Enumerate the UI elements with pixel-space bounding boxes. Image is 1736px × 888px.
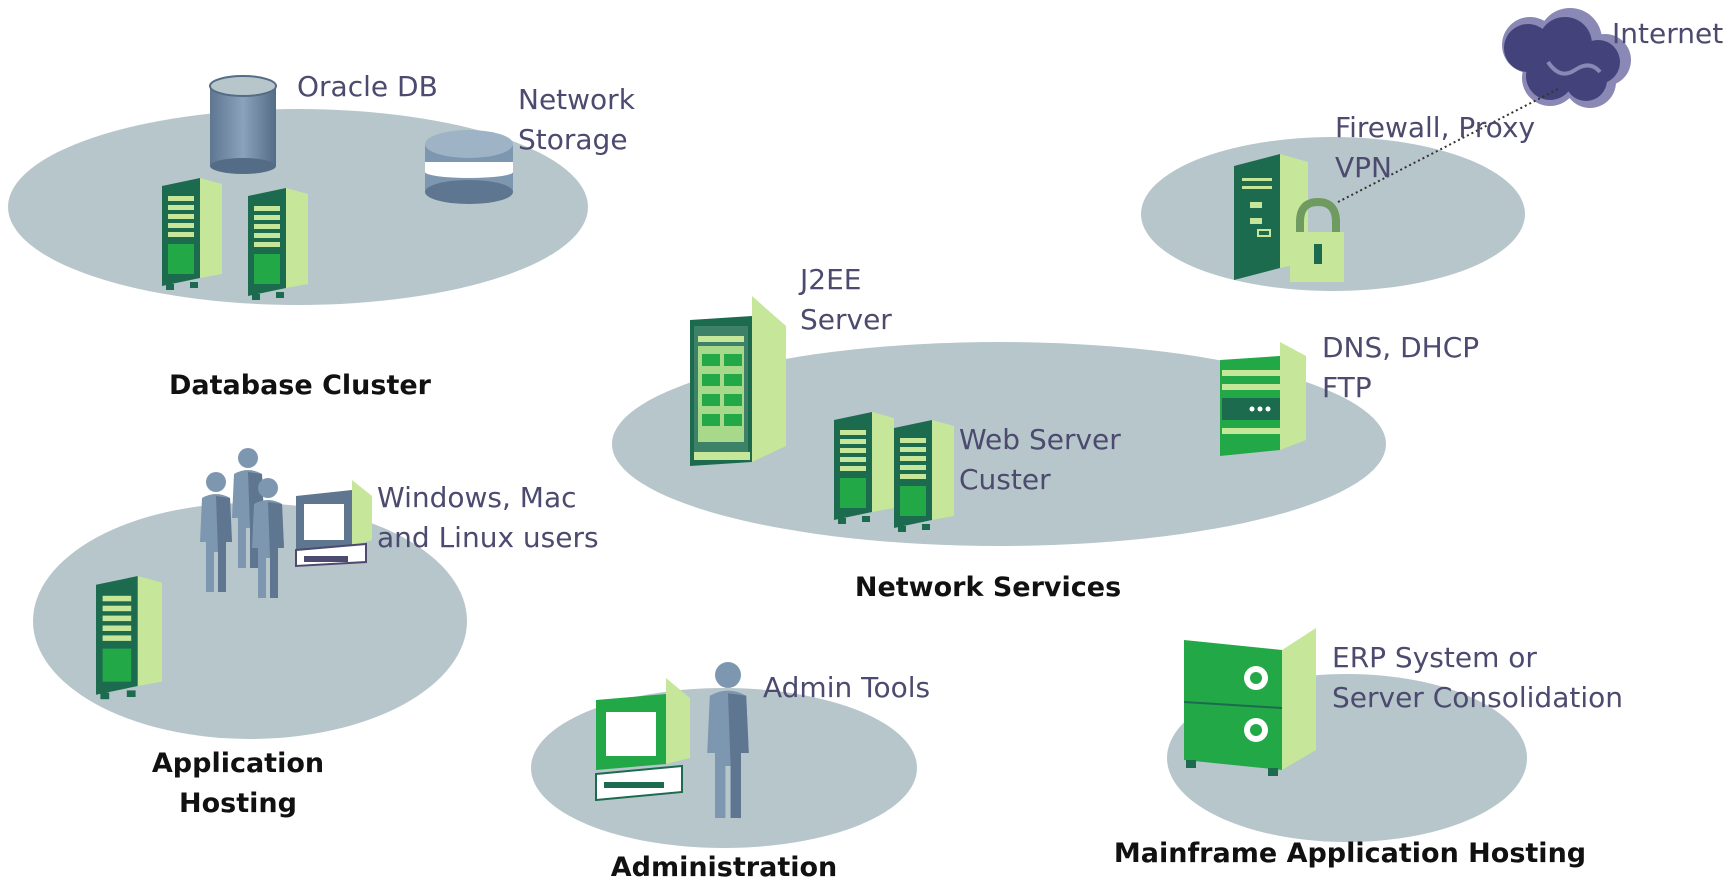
db-server-2-icon	[248, 188, 308, 300]
internet-link-line	[1337, 87, 1561, 203]
admin-tools-label: Admin Tools	[763, 671, 931, 704]
web-server-1-icon	[834, 412, 894, 524]
oracle-db-icon	[209, 75, 277, 174]
internet-label: Internet	[1612, 17, 1724, 50]
erp-label: ERP System or Server Consolidation	[1332, 641, 1623, 714]
mainframe-icon	[1183, 628, 1316, 776]
web-server-label: Web Server Custer	[959, 423, 1121, 496]
db-server-1-icon	[162, 178, 222, 290]
users-label: Windows, Mac and Linux users	[377, 481, 599, 554]
admin-computer-icon	[595, 678, 690, 802]
internet-cloud-icon	[1502, 8, 1631, 108]
web-server-2-icon	[894, 420, 954, 532]
lock-icon	[1290, 197, 1344, 282]
firewall-label: Firewall, Proxy VPN	[1335, 111, 1536, 184]
administration-title: Administration	[610, 852, 838, 883]
dns-dhcp-label: DNS, DHCP FTP	[1322, 331, 1480, 404]
dns-server-icon	[1220, 342, 1306, 456]
mainframe-hosting-title: Mainframe Application Hosting	[1113, 838, 1587, 869]
network-storage-icon	[425, 130, 513, 204]
network-services-title: Network Services	[854, 572, 1122, 603]
oracle-db-label: Oracle DB	[297, 70, 438, 103]
j2ee-server-icon	[690, 296, 786, 466]
database-cluster-title: Database Cluster	[169, 370, 431, 401]
app-server-icon	[96, 576, 162, 700]
network-zone-ellipse	[612, 342, 1386, 546]
desktop-computer-icon	[295, 480, 372, 568]
network-storage-label: Network Storage	[518, 83, 635, 156]
j2ee-server-label: J2EE Server	[800, 263, 892, 336]
application-hosting-title: Application Hosting	[151, 748, 325, 819]
